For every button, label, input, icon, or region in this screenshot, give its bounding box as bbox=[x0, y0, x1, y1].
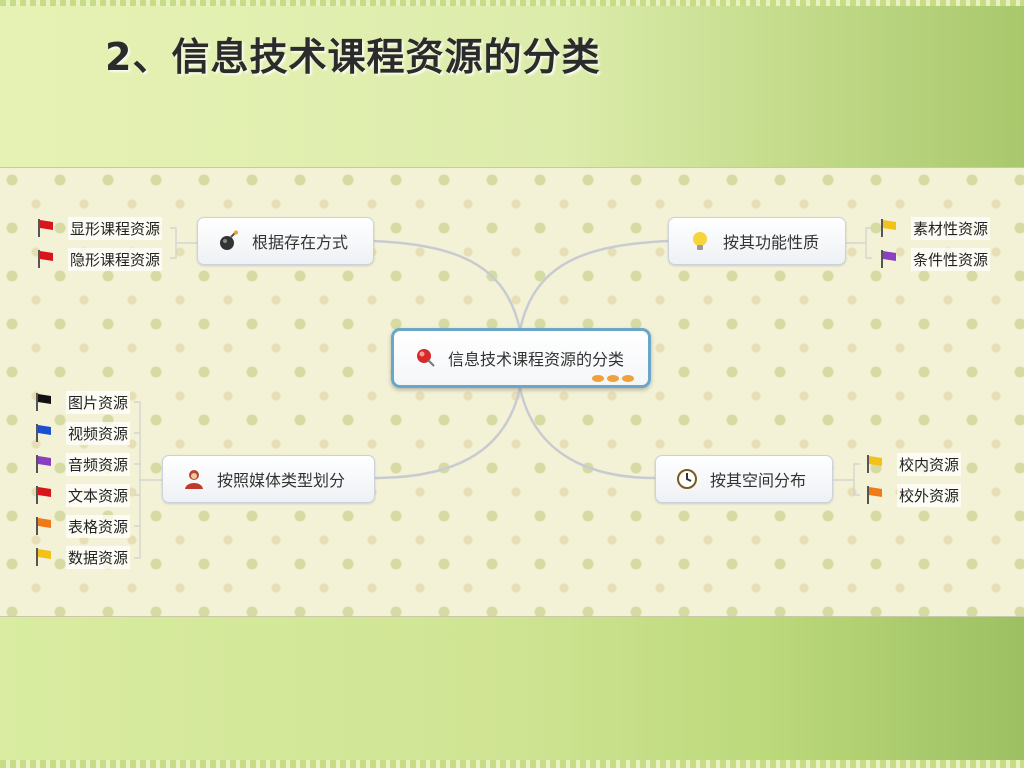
header-background bbox=[0, 0, 1024, 168]
flag-icon bbox=[36, 424, 51, 442]
flag-icon bbox=[867, 486, 882, 504]
leaf-label: 图片资源 bbox=[66, 390, 131, 414]
leaf-label: 表格资源 bbox=[66, 514, 131, 538]
leaf-label: 校外资源 bbox=[897, 483, 962, 507]
lightbulb-icon bbox=[689, 230, 711, 252]
leaf-media-4[interactable]: 表格资源 bbox=[34, 514, 131, 538]
center-node[interactable]: 信息技术课程资源的分类 bbox=[391, 328, 651, 388]
leaf-media-3[interactable]: 文本资源 bbox=[34, 483, 131, 507]
leaf-media-2[interactable]: 音频资源 bbox=[34, 452, 131, 476]
slide-title: 2、信息技术课程资源的分类 bbox=[105, 35, 601, 79]
leaf-label: 文本资源 bbox=[66, 483, 131, 507]
footer-background bbox=[0, 615, 1024, 768]
flag-icon bbox=[36, 486, 51, 504]
person-icon bbox=[183, 468, 205, 490]
leaf-function-0[interactable]: 素材性资源 bbox=[879, 216, 991, 240]
bottom-stripe bbox=[0, 760, 1024, 768]
bomb-icon bbox=[218, 230, 240, 252]
leaf-label: 显形课程资源 bbox=[68, 216, 163, 240]
leaf-label: 条件性资源 bbox=[911, 247, 991, 271]
leaf-space-0[interactable]: 校内资源 bbox=[865, 452, 962, 476]
branch-label: 按其功能性质 bbox=[723, 233, 820, 252]
leaf-media-1[interactable]: 视频资源 bbox=[34, 421, 131, 445]
branch-media[interactable]: 按照媒体类型划分 bbox=[162, 455, 375, 503]
leaf-label: 素材性资源 bbox=[911, 216, 991, 240]
leaf-storage-0[interactable]: 显形课程资源 bbox=[36, 216, 163, 240]
flag-icon bbox=[36, 455, 51, 473]
branch-label: 按照媒体类型划分 bbox=[217, 471, 346, 490]
leaf-label: 视频资源 bbox=[66, 421, 131, 445]
branch-space[interactable]: 按其空间分布 bbox=[655, 455, 833, 503]
flag-icon bbox=[38, 250, 53, 268]
center-node-label: 信息技术课程资源的分类 bbox=[448, 350, 625, 369]
branch-label: 根据存在方式 bbox=[252, 233, 349, 252]
collapse-dots bbox=[592, 375, 634, 382]
leaf-space-1[interactable]: 校外资源 bbox=[865, 483, 962, 507]
flag-icon bbox=[881, 250, 896, 268]
leaf-storage-1[interactable]: 隐形课程资源 bbox=[36, 247, 163, 271]
pin-icon bbox=[414, 347, 436, 369]
leaf-function-1[interactable]: 条件性资源 bbox=[879, 247, 991, 271]
branch-label: 按其空间分布 bbox=[710, 471, 807, 490]
flag-icon bbox=[36, 393, 51, 411]
top-stripe bbox=[0, 0, 1024, 6]
leaf-media-0[interactable]: 图片资源 bbox=[34, 390, 131, 414]
branch-function[interactable]: 按其功能性质 bbox=[668, 217, 846, 265]
flag-icon bbox=[867, 455, 882, 473]
leaf-media-5[interactable]: 数据资源 bbox=[34, 545, 131, 569]
flag-icon bbox=[38, 219, 53, 237]
leaf-label: 音频资源 bbox=[66, 452, 131, 476]
flag-icon bbox=[36, 548, 51, 566]
leaf-label: 数据资源 bbox=[66, 545, 131, 569]
leaf-label: 校内资源 bbox=[897, 452, 962, 476]
flag-icon bbox=[36, 517, 51, 535]
clock-icon bbox=[676, 468, 698, 490]
leaf-label: 隐形课程资源 bbox=[68, 247, 163, 271]
branch-storage[interactable]: 根据存在方式 bbox=[197, 217, 374, 265]
flag-icon bbox=[881, 219, 896, 237]
